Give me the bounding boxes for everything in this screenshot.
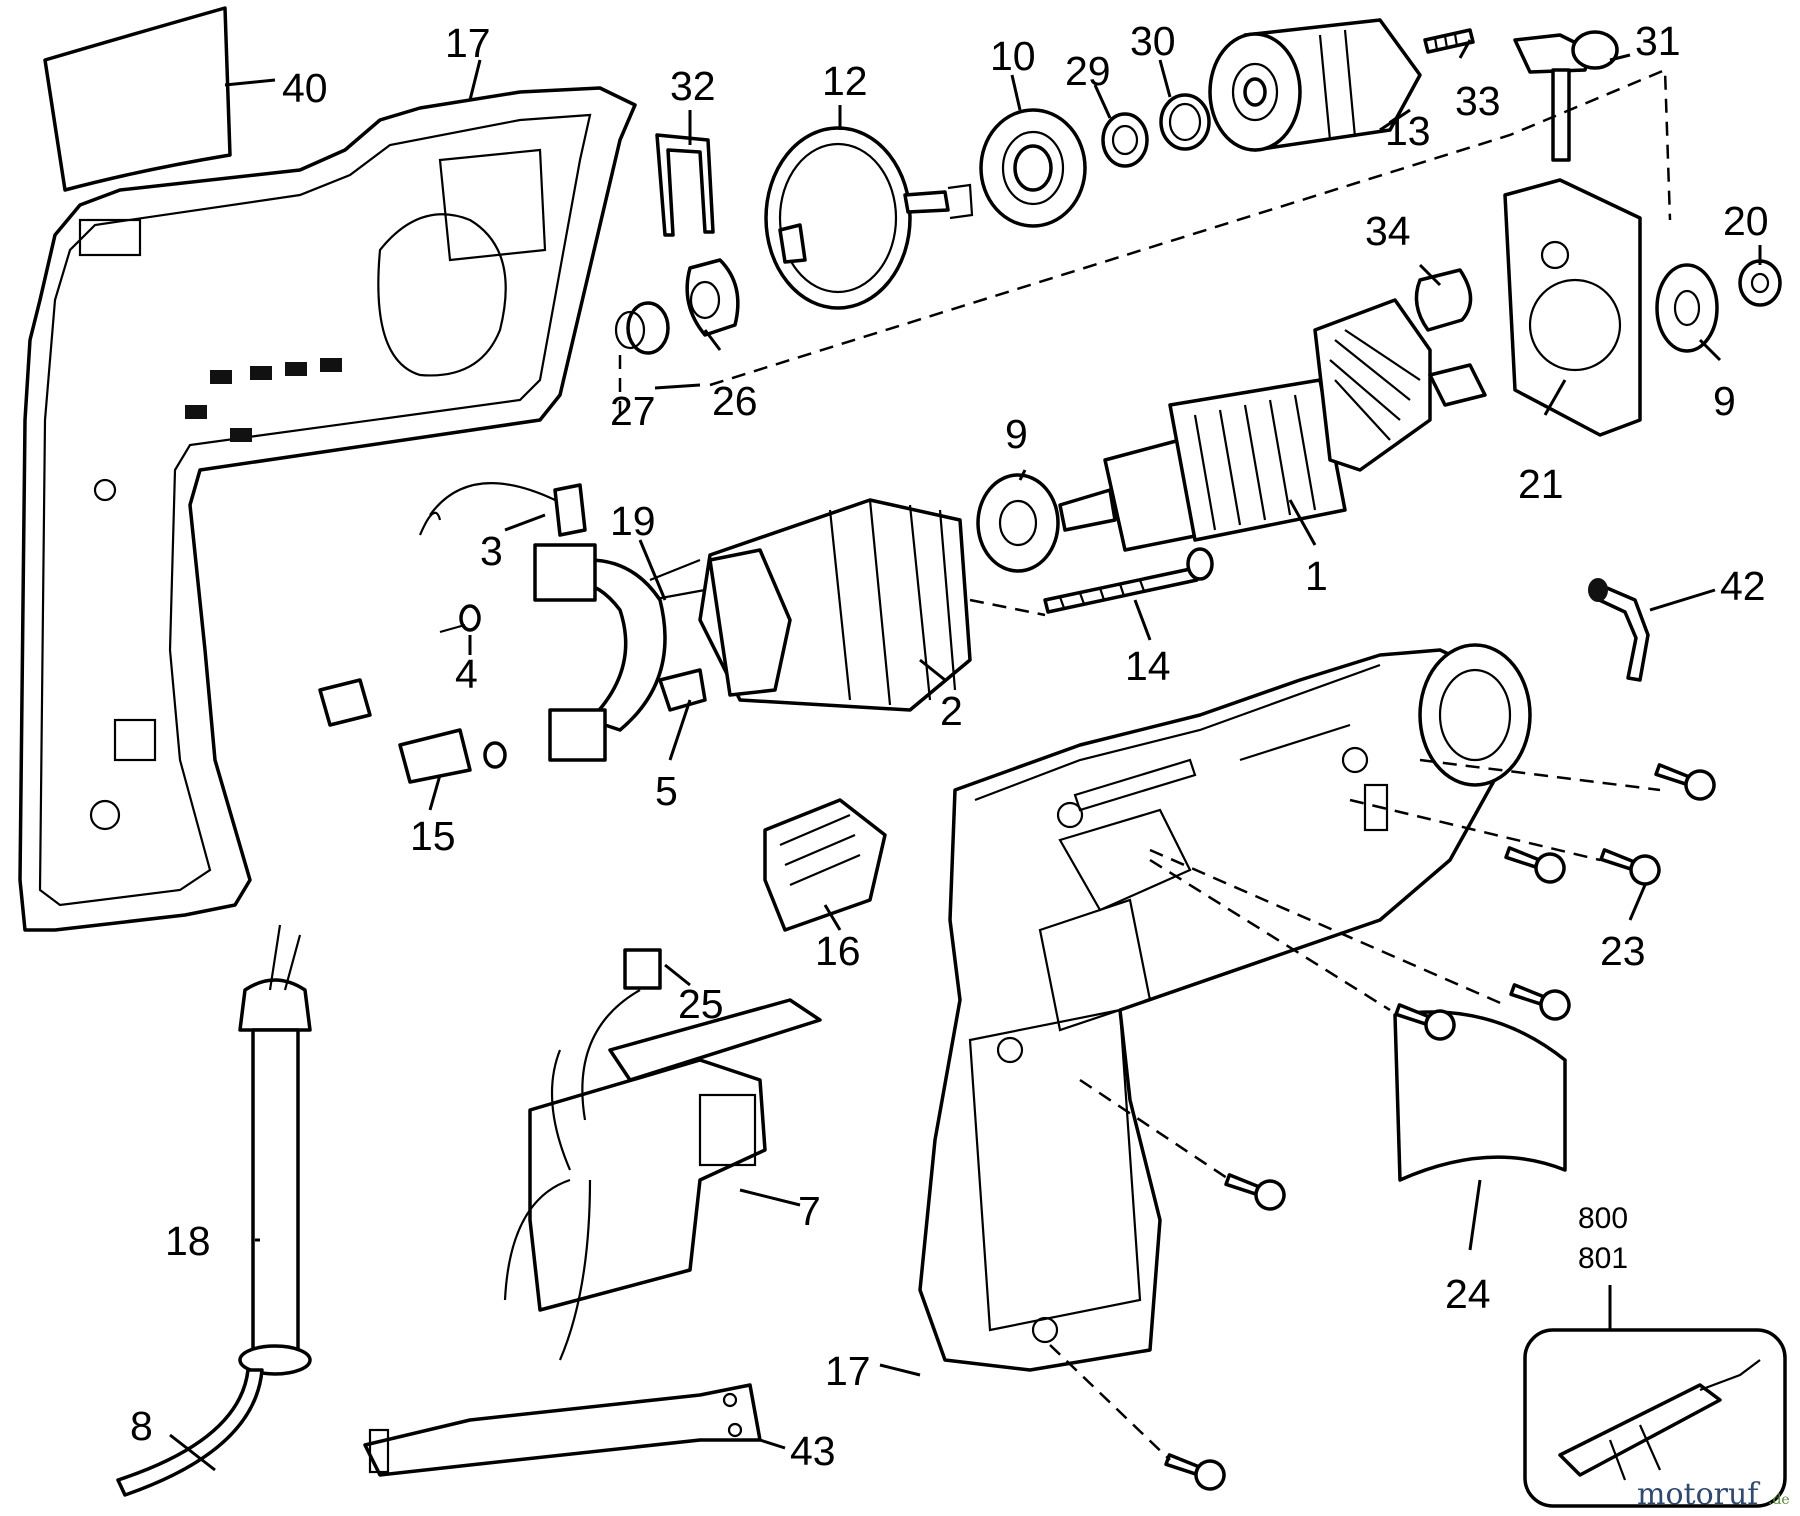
bearing-9-center — [976, 473, 1060, 573]
watermark-text: motoruf — [1637, 1477, 1760, 1512]
label-30: 30 — [1130, 18, 1176, 64]
label-8: 8 — [130, 1403, 153, 1449]
switch-7 — [503, 998, 822, 1361]
power-cord-18 — [116, 924, 312, 1497]
clip-34 — [1414, 268, 1473, 332]
label-10: 10 — [990, 33, 1036, 79]
label-32: 32 — [670, 63, 716, 109]
brush-3 — [418, 482, 587, 537]
brush-holder-5 — [533, 543, 707, 762]
gear-12 — [764, 126, 974, 310]
label-34: 34 — [1365, 208, 1411, 254]
switch-button-16 — [763, 798, 887, 932]
bearing-10 — [979, 108, 1087, 228]
label-23: 23 — [1600, 928, 1646, 974]
ring-26 — [685, 258, 740, 337]
staple-clip-32 — [655, 133, 715, 237]
label-9-center: 9 — [1005, 411, 1028, 457]
label-19: 19 — [610, 498, 656, 544]
field-2 — [649, 498, 972, 712]
washer-20 — [1738, 259, 1782, 307]
right-housing-half — [918, 643, 1532, 1372]
armature-1 — [1058, 298, 1487, 552]
label-12: 12 — [822, 58, 868, 104]
long-screw-14 — [1043, 547, 1214, 614]
terminal-15 — [318, 678, 507, 784]
label-16: 16 — [815, 928, 861, 974]
label-40: 40 — [282, 65, 328, 111]
label-21: 21 — [1518, 461, 1564, 507]
left-housing-half — [18, 86, 637, 932]
chuck-13 — [1208, 18, 1422, 152]
spring-29 — [1101, 112, 1149, 168]
label-27: 27 — [610, 388, 656, 434]
label-7: 7 — [798, 1188, 821, 1234]
label-17-bottom: 17 — [825, 1348, 871, 1394]
label-18: 18 — [165, 1218, 211, 1264]
label-3: 3 — [480, 528, 503, 574]
spring-4 — [439, 604, 481, 634]
screw-33 — [1423, 28, 1475, 54]
watermark-logo: motoruf .de — [1637, 1477, 1790, 1512]
depth-rod-31 — [1513, 30, 1619, 162]
bearing-9-right — [1655, 263, 1719, 353]
label-17-top: 17 — [445, 20, 491, 66]
label-14: 14 — [1125, 643, 1171, 689]
label-4: 4 — [455, 651, 478, 697]
assembly-alignment-lines — [618, 68, 1672, 1461]
label-20: 20 — [1723, 198, 1769, 244]
label-5: 5 — [655, 768, 678, 814]
label-31: 31 — [1635, 18, 1681, 64]
label-2: 2 — [940, 688, 963, 734]
label-801: 801 — [1578, 1242, 1628, 1275]
label-24-sticker — [1393, 1010, 1567, 1182]
label-42: 42 — [1720, 563, 1766, 609]
ring-30 — [1159, 93, 1211, 151]
label-800: 800 — [1578, 1202, 1628, 1235]
support-block-21 — [1503, 178, 1642, 437]
label-25: 25 — [678, 981, 724, 1027]
callout-leader-lines — [169, 39, 1762, 1472]
label-29: 29 — [1065, 48, 1111, 94]
connector-25 — [581, 948, 662, 1121]
bushing-27 — [614, 301, 670, 355]
label-24: 24 — [1445, 1271, 1491, 1317]
label-9-right: 9 — [1713, 378, 1736, 424]
screws-23 — [1164, 763, 1716, 1491]
angle-key-42 — [1588, 578, 1650, 682]
inset-panel-800-801 — [1523, 1328, 1787, 1508]
label-13: 13 — [1385, 108, 1431, 154]
part-number-labels: 40 17 32 12 10 29 30 13 33 31 20 34 9 21… — [130, 18, 1769, 1474]
cord-strap-43 — [363, 1383, 762, 1477]
watermark-suffix: .de — [1768, 1492, 1790, 1508]
label-26: 26 — [712, 378, 758, 424]
label-33: 33 — [1455, 78, 1501, 124]
label-43: 43 — [790, 1428, 836, 1474]
label-1: 1 — [1305, 553, 1328, 599]
label-40-sticker — [43, 6, 232, 192]
label-15: 15 — [410, 813, 456, 859]
